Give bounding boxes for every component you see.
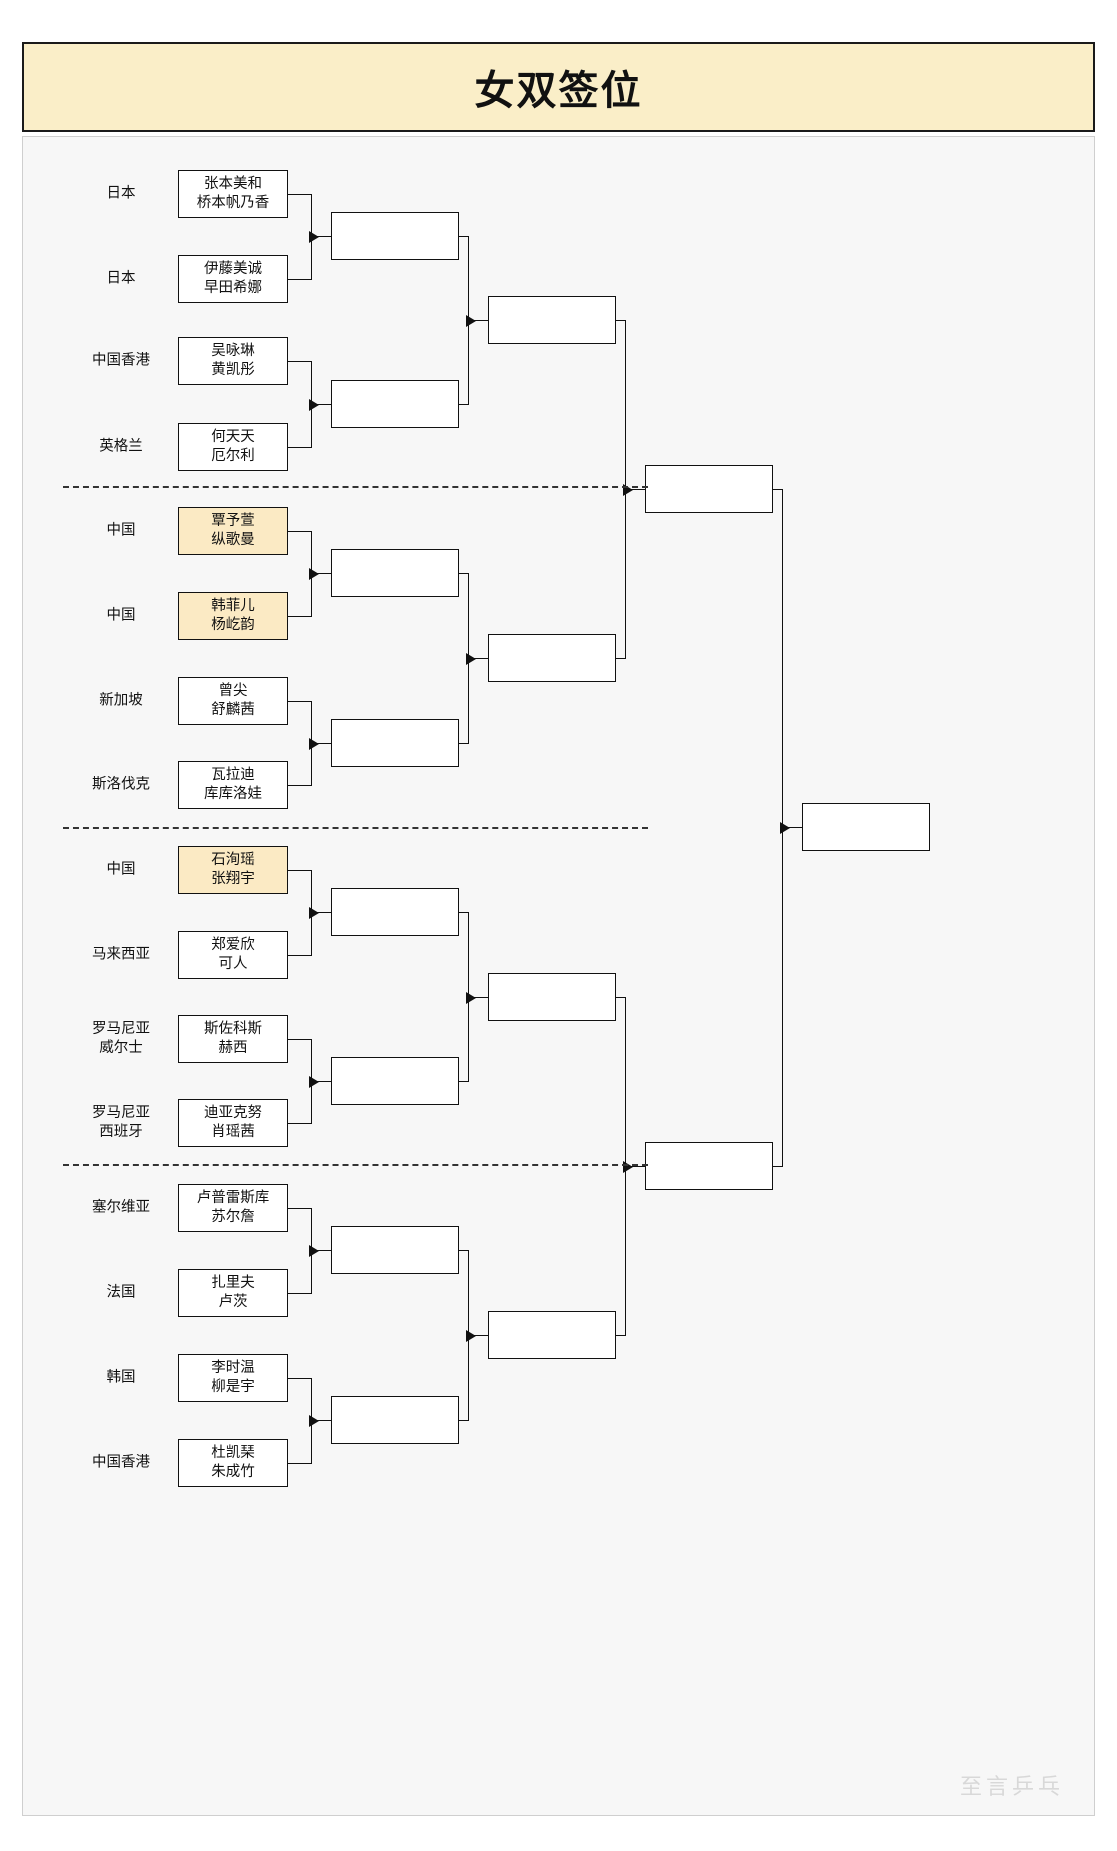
player-name: 苏尔詹 bbox=[211, 1209, 255, 1225]
player-name: 吴咏琳 bbox=[211, 343, 255, 359]
match-slot[interactable] bbox=[331, 1226, 459, 1274]
player-name: 黄凯彤 bbox=[211, 362, 255, 378]
team-box[interactable]: 斯佐科斯 赫西 bbox=[178, 1015, 288, 1063]
title-banner: 女双签位 bbox=[22, 42, 1095, 132]
team-box[interactable]: 郑爱欣 可人 bbox=[178, 931, 288, 979]
player-name: 覃予萱 bbox=[211, 513, 255, 529]
country-label: 法国 bbox=[106, 1284, 136, 1301]
country-label: 英格兰 bbox=[99, 438, 143, 455]
team-box[interactable]: 瓦拉迪 库库洛娃 bbox=[178, 761, 288, 809]
country-label: 马来西亚 bbox=[92, 946, 150, 963]
player-name: 瓦拉迪 bbox=[211, 767, 255, 783]
player-name: 杜凯琹 bbox=[211, 1445, 255, 1461]
section-divider bbox=[63, 827, 648, 829]
player-name: 卢茨 bbox=[218, 1294, 248, 1310]
bracket-panel: 日本 日本 中国香港 英格兰 中国 中国 新加坡 斯洛伐克 中国 马来西亚 罗马… bbox=[22, 136, 1095, 1816]
player-name: 桥本帆乃香 bbox=[196, 195, 270, 211]
player-name: 张本美和 bbox=[204, 176, 262, 192]
team-box[interactable]: 何天天 厄尔利 bbox=[178, 423, 288, 471]
country-label: 中国香港 bbox=[92, 352, 150, 369]
player-name: 朱成竹 bbox=[211, 1464, 255, 1480]
match-slot[interactable] bbox=[488, 296, 616, 344]
player-name: 迪亚克努 bbox=[204, 1105, 262, 1121]
watermark: 至言乒乓 bbox=[959, 1775, 1064, 1800]
team-box[interactable]: 覃予萱 纵歌曼 bbox=[178, 507, 288, 555]
player-name: 厄尔利 bbox=[211, 448, 255, 464]
country-label: 日本 bbox=[106, 270, 136, 287]
team-box[interactable]: 迪亚克努 肖瑶茜 bbox=[178, 1099, 288, 1147]
player-name: 纵歌曼 bbox=[211, 532, 255, 548]
match-slot[interactable] bbox=[488, 634, 616, 682]
team-box[interactable]: 石洵瑶 张翔宇 bbox=[178, 846, 288, 894]
country-label: 中国 bbox=[106, 607, 136, 624]
final-match-slot[interactable] bbox=[802, 803, 930, 851]
page-title: 女双签位 bbox=[474, 67, 643, 114]
team-box[interactable]: 吴咏琳 黄凯彤 bbox=[178, 337, 288, 385]
match-slot[interactable] bbox=[331, 1057, 459, 1105]
player-name: 柳是宇 bbox=[211, 1379, 255, 1395]
country-label: 罗马尼亚 西班牙 bbox=[92, 1105, 150, 1140]
team-box[interactable]: 扎里夫 卢茨 bbox=[178, 1269, 288, 1317]
team-box[interactable]: 韩菲儿 杨屹韵 bbox=[178, 592, 288, 640]
country-label: 罗马尼亚 威尔士 bbox=[92, 1021, 150, 1056]
country-label: 新加坡 bbox=[99, 692, 143, 709]
player-name: 库库洛娃 bbox=[204, 786, 262, 802]
match-slot[interactable] bbox=[645, 465, 773, 513]
match-slot[interactable] bbox=[331, 888, 459, 936]
player-name: 韩菲儿 bbox=[211, 598, 255, 614]
country-label: 中国 bbox=[106, 522, 136, 539]
match-slot[interactable] bbox=[331, 1396, 459, 1444]
section-divider bbox=[63, 1164, 648, 1166]
player-name: 可人 bbox=[218, 956, 248, 972]
team-box[interactable]: 曾尖 舒麟茜 bbox=[178, 677, 288, 725]
player-name: 斯佐科斯 bbox=[204, 1021, 262, 1037]
player-name: 舒麟茜 bbox=[211, 702, 255, 718]
player-name: 张翔宇 bbox=[211, 871, 255, 887]
match-slot[interactable] bbox=[331, 549, 459, 597]
country-label: 斯洛伐克 bbox=[92, 776, 150, 793]
country-label: 塞尔维亚 bbox=[92, 1199, 150, 1216]
team-box[interactable]: 张本美和 桥本帆乃香 bbox=[178, 170, 288, 218]
player-name: 伊藤美诚 bbox=[204, 261, 262, 277]
match-slot[interactable] bbox=[488, 1311, 616, 1359]
player-name: 扎里夫 bbox=[211, 1275, 255, 1291]
team-box[interactable]: 杜凯琹 朱成竹 bbox=[178, 1439, 288, 1487]
player-name: 石洵瑶 bbox=[211, 852, 255, 868]
player-name: 肖瑶茜 bbox=[211, 1124, 255, 1140]
team-box[interactable]: 卢普雷斯库 苏尔詹 bbox=[178, 1184, 288, 1232]
country-label: 日本 bbox=[106, 185, 136, 202]
player-name: 何天天 bbox=[211, 429, 255, 445]
player-name: 曾尖 bbox=[218, 683, 248, 699]
player-name: 杨屹韵 bbox=[211, 617, 255, 633]
player-name: 李时温 bbox=[211, 1360, 255, 1376]
country-label: 中国香港 bbox=[92, 1454, 150, 1471]
team-box[interactable]: 李时温 柳是宇 bbox=[178, 1354, 288, 1402]
player-name: 卢普雷斯库 bbox=[196, 1190, 270, 1206]
match-slot[interactable] bbox=[331, 380, 459, 428]
match-slot[interactable] bbox=[645, 1142, 773, 1190]
country-label: 韩国 bbox=[106, 1369, 136, 1386]
section-divider bbox=[63, 486, 648, 488]
player-name: 早田希娜 bbox=[204, 280, 262, 296]
player-name: 郑爱欣 bbox=[211, 937, 255, 953]
player-name: 赫西 bbox=[218, 1040, 248, 1056]
match-slot[interactable] bbox=[488, 973, 616, 1021]
team-box[interactable]: 伊藤美诚 早田希娜 bbox=[178, 255, 288, 303]
match-slot[interactable] bbox=[331, 212, 459, 260]
match-slot[interactable] bbox=[331, 719, 459, 767]
country-label: 中国 bbox=[106, 861, 136, 878]
